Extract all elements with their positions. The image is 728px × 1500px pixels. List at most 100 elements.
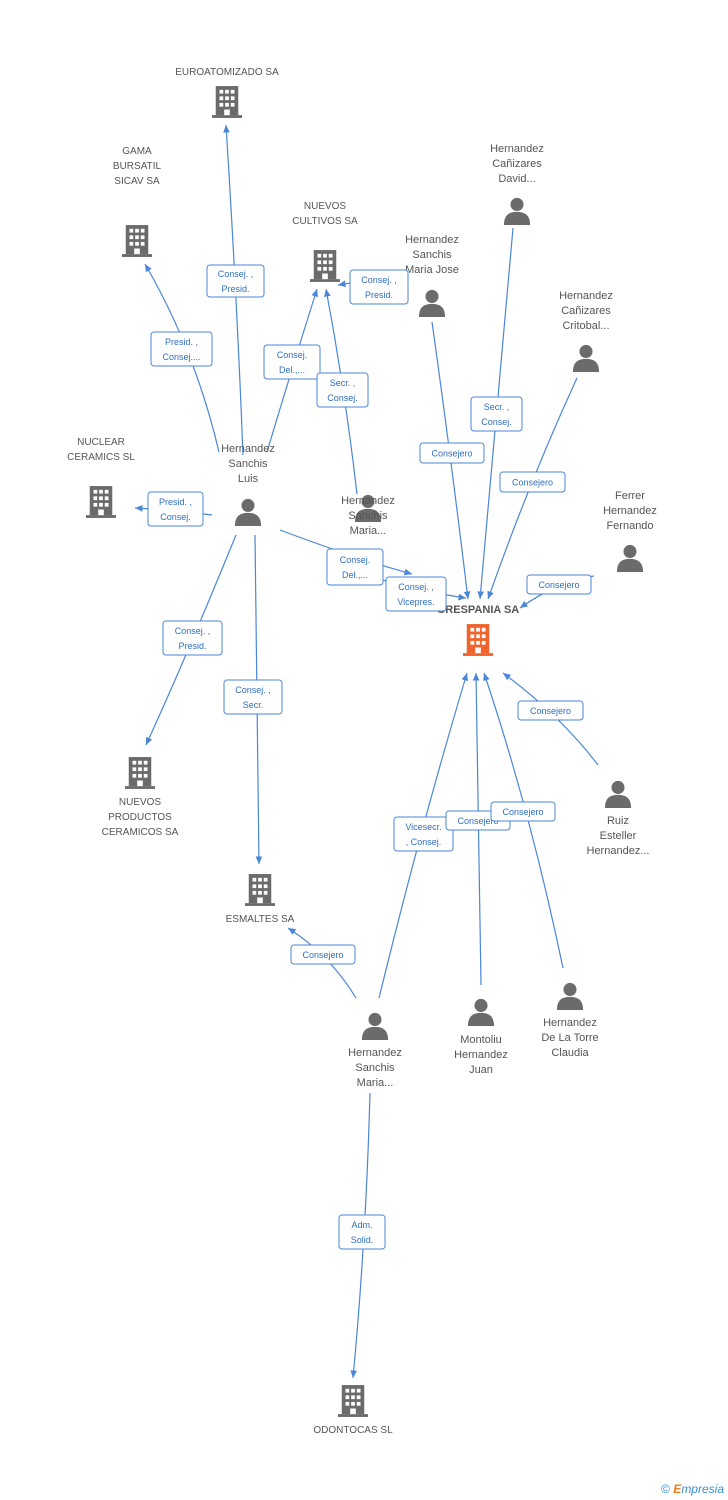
building-icon xyxy=(310,250,340,282)
edge-label-e13[interactable]: Consejero xyxy=(499,471,566,493)
footer-brand[interactable]: © Empresia xyxy=(661,1482,724,1496)
person-icon xyxy=(418,289,446,317)
person-icon xyxy=(234,498,262,526)
edge-label-e2[interactable]: Presid. ,Consej.... xyxy=(150,331,213,367)
edge-label-e18[interactable]: Consejero xyxy=(490,801,556,822)
edge-label-text: Consejero xyxy=(302,950,343,960)
company-label: ODONTOCAS SL xyxy=(313,1425,393,1436)
edge-label-box xyxy=(150,331,213,367)
edge-labels-layer: Consej. ,Presid. Presid. ,Consej.... Conse… xyxy=(147,264,592,1250)
edge-label-box xyxy=(338,1214,386,1250)
edge-label-box xyxy=(470,396,523,432)
edge-label-box xyxy=(206,264,265,298)
brand-logo-initial: E xyxy=(673,1482,682,1496)
edge-label-e8[interactable]: Consej. ,Vicepres. xyxy=(385,576,447,612)
company-node-odontocas[interactable]: ODONTOCAS SL xyxy=(313,1385,393,1436)
building-icon xyxy=(122,225,152,257)
company-label: EUROATOMIZADO SA xyxy=(175,67,279,78)
focus-company-label: GRESPANIA SA xyxy=(437,604,520,616)
edge-label-text: Consej. ,Secr. xyxy=(235,685,271,710)
edge-label-text: Consejero xyxy=(512,478,553,488)
edge-label-box xyxy=(147,491,204,527)
person-icon xyxy=(361,1012,389,1040)
brand-logo-text: mpresia xyxy=(681,1482,724,1496)
edge-label-e11[interactable]: Consejero xyxy=(419,442,485,464)
edge-label-text: Presid. ,Consej. xyxy=(159,497,192,522)
edge-label-box xyxy=(349,269,409,305)
edge-label-text: Consej. ,Presid. xyxy=(175,626,211,651)
edge-label-e5[interactable]: Secr. ,Consej. xyxy=(316,372,369,408)
edge-label-text: Vicesecr., Consej. xyxy=(405,822,441,847)
edge-label-box xyxy=(393,816,454,852)
company-node-euroatomizado[interactable]: EUROATOMIZADO SA xyxy=(175,67,279,118)
edge-label-e10[interactable]: Consej. ,Secr. xyxy=(223,679,283,715)
edge-label-e15[interactable]: Consejero xyxy=(517,700,584,721)
edge-label-box xyxy=(263,344,321,380)
edge-label-text: Consejero xyxy=(530,706,571,716)
edge-label-box xyxy=(290,944,356,965)
building-icon xyxy=(245,874,275,906)
company-label: ESMALTES SA xyxy=(226,914,295,925)
edge-label-box xyxy=(517,700,584,721)
edge-label-box xyxy=(326,548,384,586)
copyright-icon: © xyxy=(661,1482,670,1496)
edge-label-text: Secr. ,Consej. xyxy=(327,378,358,403)
edge-label-text: Adm.Solid. xyxy=(351,1220,374,1245)
company-node-esmaltes[interactable]: ESMALTES SA xyxy=(226,874,295,925)
edge-label-box xyxy=(223,679,283,715)
edge-label-text: Consejero xyxy=(502,807,543,817)
edge-label-text: Consej.Del.,... xyxy=(277,350,308,375)
edge-label-text: Consej. ,Presid. xyxy=(218,269,254,294)
edge-label-e12[interactable]: Secr. ,Consej. xyxy=(470,396,523,432)
building-icon xyxy=(338,1385,368,1417)
edge-label-e3[interactable]: Consej.Del.,... xyxy=(263,344,321,380)
edge-label-text: Consej.Del.,... xyxy=(340,555,371,580)
edge-label-text: Consejero xyxy=(538,580,579,590)
edge-label-text: Secr. ,Consej. xyxy=(481,402,512,427)
person-icon xyxy=(572,344,600,372)
edge-label-e1[interactable]: Consej. ,Presid. xyxy=(206,264,265,298)
edge-label-e20[interactable]: Adm.Solid. xyxy=(338,1214,386,1250)
edge-label-e14[interactable]: Consejero xyxy=(526,574,592,595)
edge-label-box xyxy=(499,471,566,493)
edge-label-text: Consej. ,Presid. xyxy=(361,275,397,300)
edge-label-e6[interactable]: Presid. ,Consej. xyxy=(147,491,204,527)
edge-label-e19[interactable]: Consejero xyxy=(290,944,356,965)
edge-label-e4[interactable]: Consej. ,Presid. xyxy=(349,269,409,305)
edge-label-e7[interactable]: Consej.Del.,... xyxy=(326,548,384,586)
building-icon xyxy=(463,624,493,656)
edge-label-e16[interactable]: Vicesecr., Consej. xyxy=(393,816,454,852)
company-node-focus[interactable]: GRESPANIA SA xyxy=(437,604,520,656)
edge-label-e9[interactable]: Consej. ,Presid. xyxy=(162,620,223,656)
edge-label-box xyxy=(316,372,369,408)
edge-label-box xyxy=(419,442,485,464)
